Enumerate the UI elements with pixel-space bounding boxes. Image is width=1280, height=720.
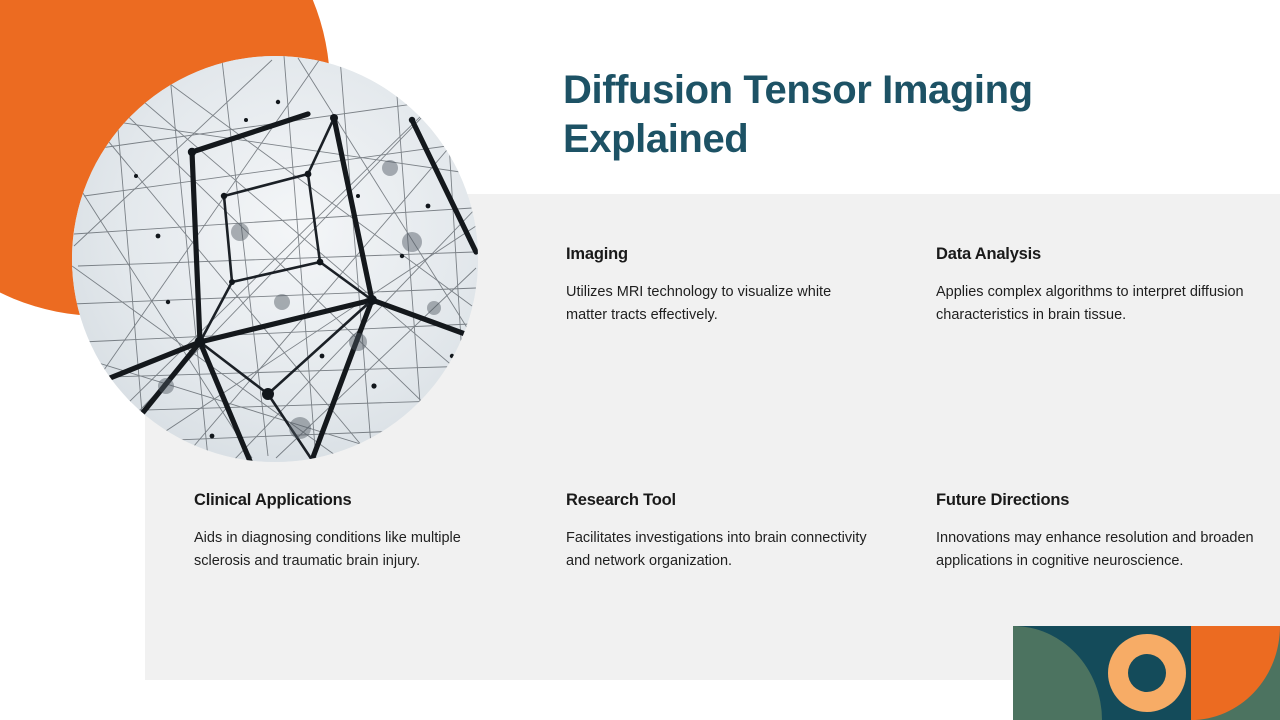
column-imaging: Imaging Utilizes MRI technology to visua… [566,245,876,327]
brand-logo-mark [1013,626,1280,720]
network-mesh-graphic [72,56,478,462]
column-body: Facilitates investigations into brain co… [566,530,867,569]
page-title: Diffusion Tensor Imaging Explained [563,68,1033,161]
column-data-analysis: Data Analysis Applies complex algorithms… [936,245,1246,327]
logo-panel-quarter-circle [1013,626,1102,720]
column-heading: Research Tool [566,491,676,509]
sage-quarter-circle-shape [1013,626,1102,720]
column-heading: Clinical Applications [194,491,352,509]
column-future-directions: Future Directions Innovations may enhanc… [936,491,1254,573]
column-research-tool: Research Tool Facilitates investigations… [566,491,876,573]
column-body: Applies complex algorithms to interpret … [936,284,1244,323]
column-heading: Imaging [566,245,628,263]
column-heading: Data Analysis [936,245,1042,263]
column-body: Innovations may enhance resolution and b… [936,530,1254,569]
column-body: Aids in diagnosing conditions like multi… [194,530,461,569]
logo-panel-ring [1102,626,1191,720]
column-body: Utilizes MRI technology to visualize whi… [566,284,832,323]
network-image-circle [72,56,478,462]
orange-ring-shape [1107,634,1186,712]
logo-panel-orange-quarter [1191,626,1280,720]
column-clinical-applications: Clinical Applications Aids in diagnosing… [194,491,516,573]
column-heading: Future Directions [936,491,1070,509]
orange-quarter-circle-shape [1191,626,1280,720]
